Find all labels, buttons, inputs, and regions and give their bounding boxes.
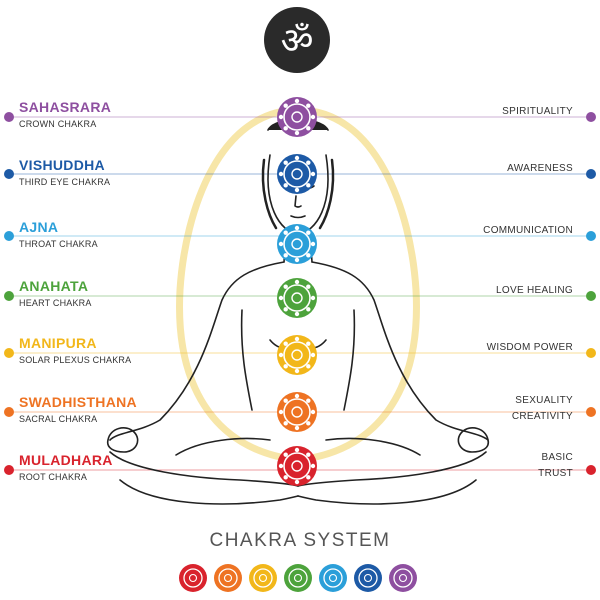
chakra-name: AJNA	[19, 219, 59, 235]
left-dot	[4, 231, 14, 241]
right-dot	[586, 112, 596, 122]
left-dot	[4, 291, 14, 301]
om-icon: ॐ	[281, 21, 314, 62]
bottom-chakra-icon	[249, 564, 277, 592]
chakra-symbol-vishuddha	[277, 154, 317, 194]
chakra-name: SAHASRARA	[19, 99, 112, 115]
chakra-name: ANAHATA	[19, 278, 89, 294]
chakra-quality: SPIRITUALITY	[502, 106, 573, 117]
right-dot	[586, 169, 596, 179]
chakra-symbol-manipura	[277, 335, 317, 375]
bottom-chakra-icon	[354, 564, 382, 592]
chakra-quality: CREATIVITY	[511, 411, 573, 422]
right-dot	[586, 465, 596, 475]
chakra-name: MULADHARA	[19, 452, 113, 468]
chakra-symbol-anahata	[277, 278, 317, 318]
chakra-quality: COMMUNICATION	[483, 225, 573, 236]
chart-title: CHAKRA SYSTEM	[209, 530, 391, 551]
bottom-chakra-icon	[389, 564, 417, 592]
chakra-quality: AWARENESS	[507, 163, 573, 174]
chakra-subtitle: HEART CHAKRA	[19, 298, 92, 308]
chakra-subtitle: THROAT CHAKRA	[19, 239, 98, 249]
chakra-name: SWADHISTHANA	[19, 394, 137, 410]
bottom-chakra-icon	[179, 564, 207, 592]
left-dot	[4, 112, 14, 122]
om-badge	[264, 7, 330, 73]
chakra-quality: BASIC	[541, 452, 573, 463]
chakra-subtitle: THIRD EYE CHAKRA	[19, 177, 111, 187]
chakra-quality: WISDOM POWER	[486, 342, 573, 353]
chakra-quality: SEXUALITY	[515, 395, 573, 406]
left-dot	[4, 407, 14, 417]
bottom-chakra-icon	[214, 564, 242, 592]
chakra-name: MANIPURA	[19, 335, 97, 351]
left-dot	[4, 169, 14, 179]
right-dot	[586, 291, 596, 301]
right-dot	[586, 407, 596, 417]
chakra-symbol-ajna	[277, 224, 317, 264]
chakra-symbol-muladhara	[277, 446, 317, 486]
chakra-name: VISHUDDHA	[19, 157, 105, 173]
right-dot	[586, 348, 596, 358]
chakra-symbol-swadhisthana	[277, 392, 317, 432]
left-dot	[4, 348, 14, 358]
chakra-subtitle: CROWN CHAKRA	[19, 119, 97, 129]
chakra-subtitle: ROOT CHAKRA	[19, 472, 88, 482]
chakra-quality: LOVE HEALING	[496, 285, 573, 296]
left-dot	[4, 465, 14, 475]
chakra-quality: TRUST	[538, 468, 573, 479]
chakra-subtitle: SACRAL CHAKRA	[19, 414, 98, 424]
right-dot	[586, 231, 596, 241]
chakra-subtitle: SOLAR PLEXUS CHAKRA	[19, 355, 132, 365]
bottom-chakra-icon	[284, 564, 312, 592]
bottom-chakra-icon	[319, 564, 347, 592]
chakra-symbol-sahasrara	[277, 97, 317, 137]
